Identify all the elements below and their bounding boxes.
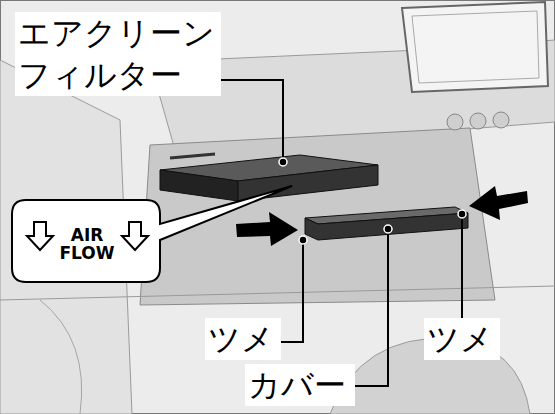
push-arrow (236, 212, 298, 246)
vent-knob (493, 112, 509, 128)
part-label: ツメ (424, 318, 500, 360)
trim-line (40, 300, 82, 414)
airflow-arrow (122, 222, 148, 250)
part-label: エアクリーン フィルター (15, 12, 221, 96)
guide-mark (170, 154, 215, 158)
floor-line (0, 286, 555, 300)
callout-bubble (12, 186, 292, 282)
leader-dot (384, 225, 392, 233)
filter-front (160, 170, 238, 201)
airflow-arrow (27, 222, 53, 250)
leader-line (461, 214, 463, 318)
leader-dot (458, 210, 466, 218)
display-screen (402, 2, 548, 92)
part-label: カバー (245, 364, 355, 406)
cover-body (305, 213, 468, 240)
vent-knob (447, 114, 463, 130)
leader-line (214, 80, 283, 162)
leader-line (348, 229, 388, 386)
push-arrow (469, 186, 528, 220)
vent-knob (470, 113, 486, 129)
part-label: ツメ (205, 318, 281, 360)
leader-dot (299, 236, 307, 244)
display-inner (412, 11, 539, 83)
leader-dot (279, 158, 287, 166)
airflow-callout: AIR FLOW (62, 222, 112, 268)
airflow-text: AIR FLOW (59, 227, 114, 263)
